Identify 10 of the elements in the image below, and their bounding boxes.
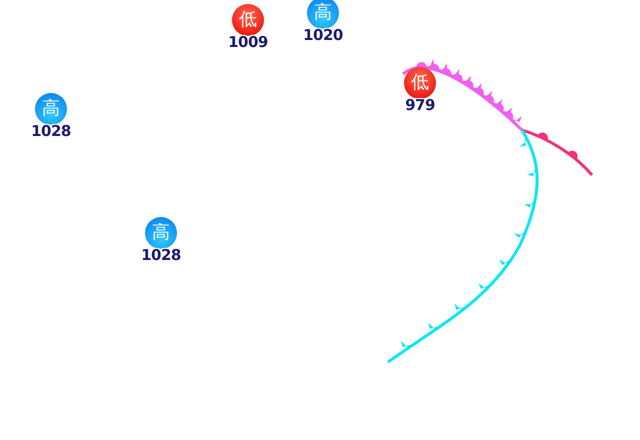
pressure-value: 1020 — [303, 27, 343, 43]
pressure-value: 979 — [405, 97, 435, 113]
high-pressure-circle: 高 — [145, 217, 177, 249]
low-pressure-circle: 低 — [232, 4, 264, 36]
pressure-value: 1028 — [141, 247, 181, 263]
pressure-value: 1028 — [31, 123, 71, 139]
pressure-value: 1009 — [228, 34, 268, 50]
high-pressure-circle: 高 — [35, 93, 67, 125]
low-pressure-circle: 低 — [404, 67, 436, 99]
high-pressure-circle: 高 — [307, 0, 339, 29]
